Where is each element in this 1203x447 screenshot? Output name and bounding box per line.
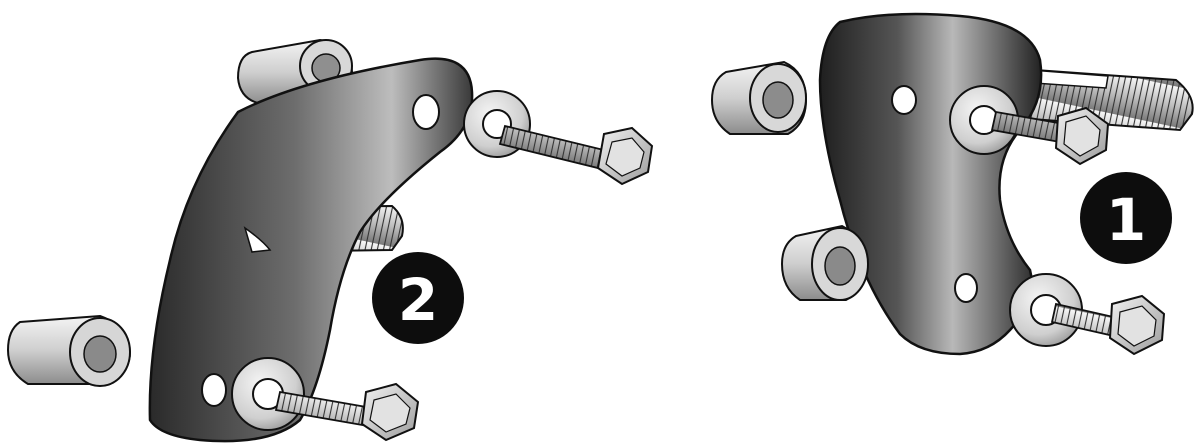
mounting-plate-icon [148,57,474,443]
bolt-icon [274,382,420,442]
mounting-plate-icon [818,12,1043,356]
bolt-icon [990,106,1110,166]
spacer-icon [6,314,132,387]
bolt-icon [1050,294,1166,356]
step-badge-2: 2 [372,252,464,344]
spacer-icon [780,224,869,301]
step-label-1: 1 [1106,186,1146,254]
bolt-icon [498,124,654,186]
spacer-icon [710,60,808,135]
left-assembly: 2 [6,38,654,443]
step-badge-1: 1 [1080,172,1172,264]
right-assembly: 1 [710,12,1194,356]
step-label-2: 2 [398,266,438,334]
